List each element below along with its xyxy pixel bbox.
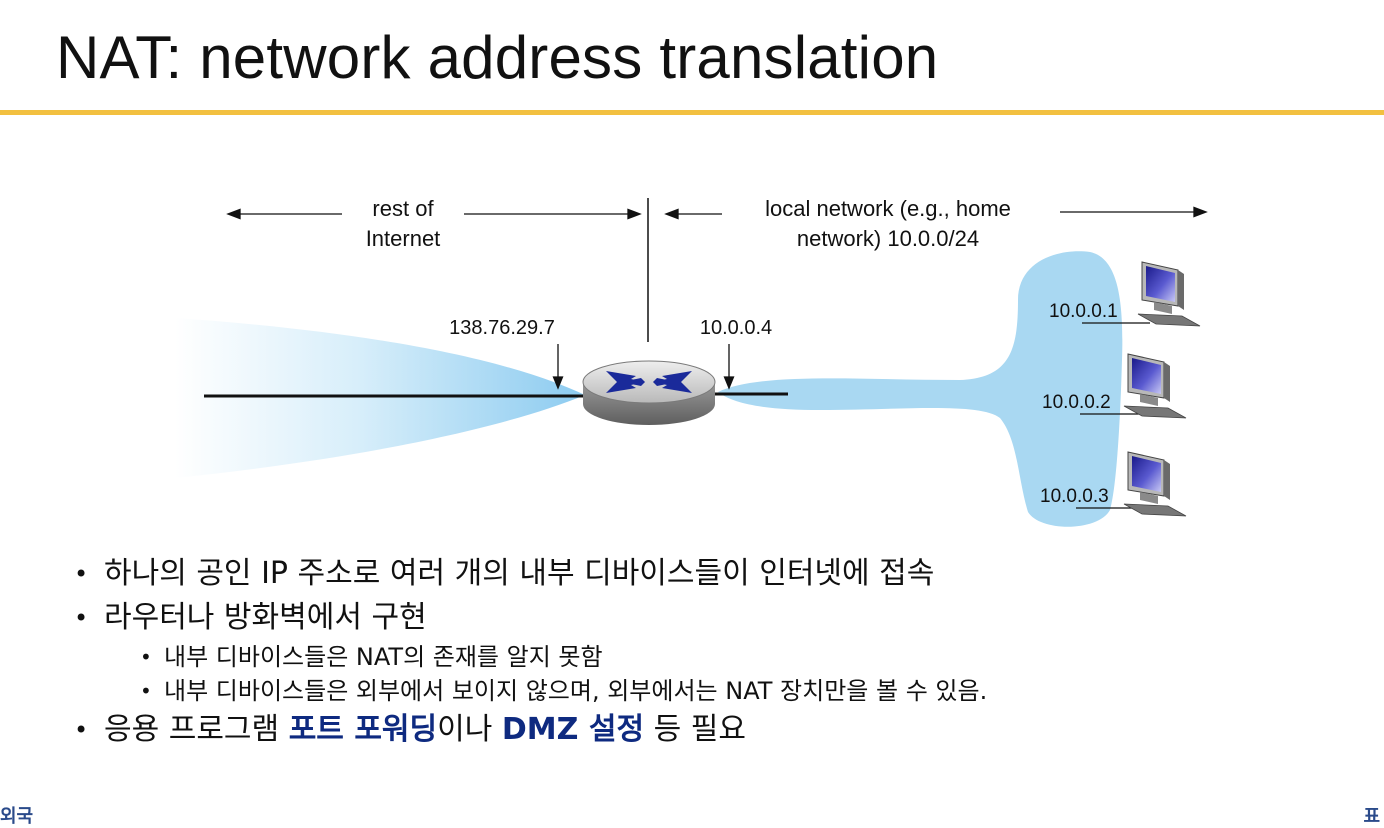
host-ip-label-1: 10.0.0.1	[1049, 301, 1118, 322]
rest-of-internet-label-1: rest of	[372, 196, 434, 221]
bullet-3-text-a: 응용 프로그램	[104, 712, 289, 747]
router-local-ip-label: 10.0.0.4	[700, 317, 772, 339]
local-left-arrow	[664, 208, 722, 220]
local-right-arrow	[1060, 206, 1208, 218]
port-forwarding-highlight: 포트 포워딩	[288, 712, 438, 747]
footer-right-text: 표	[1363, 806, 1380, 827]
bullet-3-text-b: 이나	[437, 712, 502, 747]
local-network-label-2: network) 10.0.0/24	[797, 226, 979, 251]
sub-bullet-1: 내부 디바이스들은 NAT의 존재를 알지 못함	[70, 640, 1370, 674]
nat-router-icon	[582, 360, 716, 425]
bullet-1: 하나의 공인 IP 주소로 여러 개의 내부 디바이스들이 인터넷에 접속	[70, 552, 1370, 596]
internet-cloud	[175, 318, 585, 478]
rest-of-internet-label-2: Internet	[366, 226, 441, 251]
computer-icon-2	[1123, 353, 1187, 419]
bullet-list: 하나의 공인 IP 주소로 여러 개의 내부 디바이스들이 인터넷에 접속 라우…	[70, 552, 1370, 752]
footer-left-text: 외국	[0, 806, 34, 827]
left-arrow	[226, 208, 342, 220]
local-network-label-1: local network (e.g., home	[765, 196, 1011, 221]
slide-title: NAT: network address translation	[56, 24, 939, 91]
bullet-3-text-c: 등 필요	[644, 712, 746, 747]
dmz-highlight: DMZ 설정	[501, 712, 645, 747]
public-ip-label: 138.76.29.7	[449, 317, 555, 339]
public-ip-pointer	[552, 344, 564, 390]
bullet-3: 응용 프로그램 포트 포워딩이나 DMZ 설정 등 필요	[70, 708, 1370, 752]
sub-bullet-2: 내부 디바이스들은 외부에서 보이지 않으며, 외부에서는 NAT 장치만을 볼…	[70, 674, 1370, 708]
bullet-2: 라우터나 방화벽에서 구현	[70, 596, 1370, 640]
middle-arrow	[464, 208, 642, 220]
local-network-cloud	[718, 251, 1123, 527]
title-divider	[0, 110, 1384, 115]
computer-icon-1	[1137, 261, 1201, 327]
host-ip-label-3: 10.0.0.3	[1040, 486, 1109, 507]
local-ip-pointer	[723, 344, 735, 390]
computer-icon-3	[1123, 451, 1187, 517]
nat-diagram: rest of Internet local network (e.g., ho…	[175, 196, 1208, 527]
host-ip-label-2: 10.0.0.2	[1042, 392, 1111, 413]
